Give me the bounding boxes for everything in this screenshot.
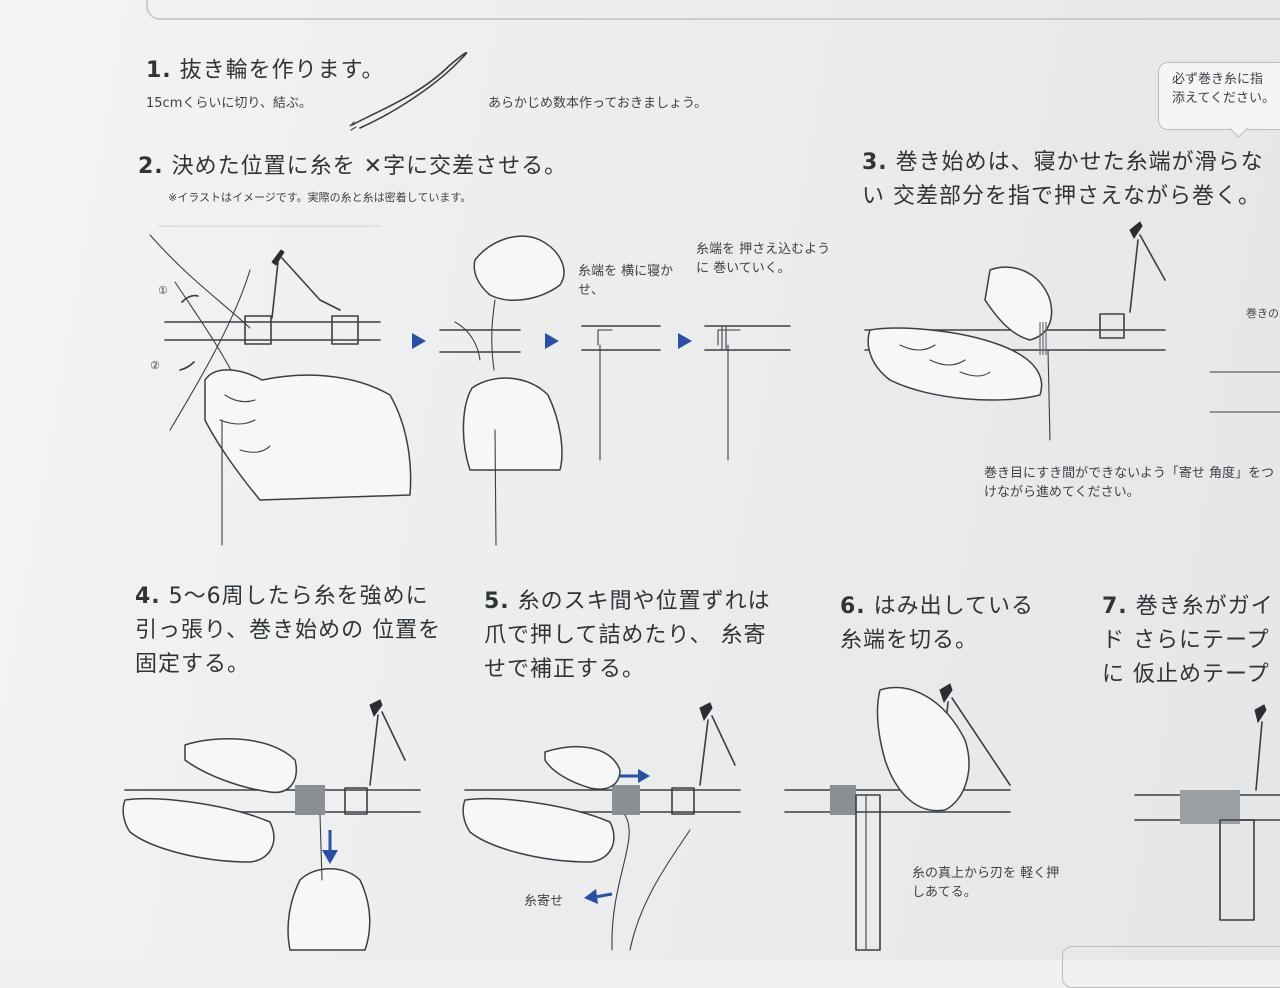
step3-number: 3. [862, 150, 888, 175]
step7-title: 巻き糸がガイド さらにテープに 仮止めテープを [1102, 594, 1274, 687]
rod-guide-icon [699, 702, 713, 722]
step4-number: 4. [135, 584, 161, 609]
illustrations [122, 51, 1280, 951]
rod-guide-icon [939, 683, 953, 704]
step2-lay-illustration [581, 325, 661, 461]
step5-number: 5. [484, 589, 510, 614]
step5-title: 糸のスキ間や位置ずれは 爪で押して詰めたり、 糸寄せで補正する。 [484, 589, 771, 682]
left-arrow-icon [584, 889, 598, 904]
step4-title: 5〜6周したら糸を強めに 引っ張り、巻き始めの 位置を固定する。 [135, 584, 442, 677]
step4-heading: 4. 5〜6周したら糸を強めに 引っ張り、巻き始めの 位置を固定する。 [135, 580, 455, 682]
rod-guide-icon [1254, 704, 1267, 724]
step2-mark-1: ① [158, 284, 168, 297]
rod-guide-icon [271, 249, 285, 266]
step2-heading: 2. 決めた位置に糸を ✕字に交差させる。 [138, 150, 567, 184]
step2-mark-2: ② [150, 359, 160, 372]
step7-heading: 7. 巻き糸がガイド さらにテープに 仮止めテープを [1102, 590, 1280, 696]
caution-bubble [1158, 62, 1280, 130]
step2-number: 2. [138, 154, 164, 179]
step2-label-wind: 糸端を 押さえ込むように 巻いていく。 [696, 242, 831, 276]
step7-tape-illustration [1134, 704, 1280, 921]
arrow-triangle-icon [545, 333, 559, 349]
step2-crossing-illustration [149, 225, 412, 546]
step1-note-left: 15cmくらいに切り、結ぶ。 [146, 96, 312, 111]
hand-icon [984, 266, 1053, 341]
loop-illustration [349, 51, 468, 131]
step1-note-right: あらかじめ数本作っておきましょう。 [488, 96, 708, 111]
step3-wind-illustration [864, 221, 1280, 441]
down-arrow-icon [322, 850, 338, 864]
step5-label: 糸寄せ [524, 894, 564, 909]
arrow-triangle-icon [678, 333, 692, 349]
step6-heading: 6. はみ出している 糸端を切る。 [840, 590, 1055, 658]
caution-bubble-text: 必ず巻き糸に指 添えてください。 [1172, 72, 1275, 106]
rod-guide-icon [369, 699, 383, 718]
step1-number: 1. [146, 58, 172, 83]
step7-number: 7. [1102, 594, 1128, 619]
step2-pinch-illustration [439, 235, 565, 546]
step5-adjust-illustration [462, 702, 741, 951]
step5-heading: 5. 糸のスキ間や位置ずれは 爪で押して詰めたり、 糸寄せで補正する。 [484, 585, 784, 687]
step1-heading: 1. 抜き輪を作ります。 [146, 54, 384, 88]
step6-cut-illustration [784, 683, 1011, 951]
step3-note: 巻き目にすき間ができないよう「寄せ 角度」をつけながら進めてください。 [984, 466, 1275, 500]
arrow-triangle-icon [412, 333, 426, 349]
step2-wind-illustration [704, 325, 791, 461]
step6-title: はみ出している 糸端を切る。 [840, 594, 1035, 653]
step6-number: 6. [840, 594, 866, 619]
step2-label-lay: 糸端を 横に寝かせ、 [578, 264, 674, 298]
step6-note: 糸の真上から刃を 軽く押しあてる。 [912, 866, 1060, 900]
step2-note: ※イラストはイメージです。実際の糸と糸は密着しています。 [168, 191, 472, 204]
step2-title: 決めた位置に糸を ✕字に交差させる。 [171, 154, 568, 179]
hand-icon [544, 746, 621, 790]
hand-icon [204, 369, 412, 501]
top-frame [146, 0, 1280, 20]
step3-title: 巻き始めは、寝かせた糸端が滑らない 交差部分を指で押さえながら巻く。 [862, 150, 1264, 209]
right-arrow-icon [638, 769, 650, 783]
step3-side-label: 巻きの [1246, 307, 1279, 320]
rod-guide-icon [1129, 221, 1143, 239]
step4-pull-illustration [122, 699, 421, 951]
hand-icon [876, 686, 970, 812]
step1-title: 抜き輪を作ります。 [179, 58, 385, 83]
step3-heading: 3. 巻き始めは、寝かせた糸端が滑らない 交差部分を指で押さえながら巻く。 [862, 146, 1272, 214]
hand-icon [184, 738, 297, 794]
